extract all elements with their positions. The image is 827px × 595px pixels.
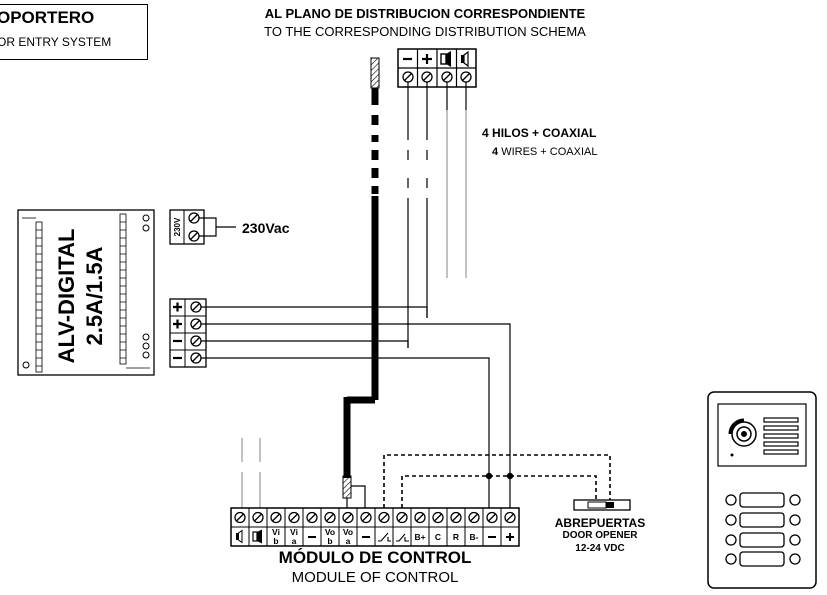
- call-button-2[interactable]: [725, 512, 801, 528]
- door-opener-device: [573, 499, 631, 511]
- svg-text:Vo: Vo: [325, 527, 335, 537]
- wires-text-en: WIRES + COAXIAL: [501, 146, 598, 158]
- svg-text:Vi: Vi: [290, 527, 298, 537]
- control-module-title-es: MÓDULO DE CONTROL: [278, 548, 472, 567]
- title-box: OPORTERO OR ENTRY SYSTEM: [0, 4, 148, 60]
- svg-text:b: b: [327, 536, 332, 546]
- header-en: TO THE CORRESPONDING DISTRIBUTION SCHEMA: [264, 24, 586, 39]
- control-module-title-en: MODULE OF CONTROL: [291, 569, 459, 586]
- power-wires: [201, 306, 511, 508]
- junction-dot: [485, 472, 493, 480]
- control-module: Vib Via Vob Voa B+ C R B-: [230, 507, 520, 547]
- coaxial-cable: [342, 57, 380, 508]
- svg-text:a: a: [346, 536, 351, 546]
- power-supply-name-1: ALV-DIGITAL: [54, 229, 79, 364]
- door-opener-voltage: 12-24 VDC: [575, 543, 625, 554]
- wires-count-en: 4: [492, 146, 499, 158]
- distribution-wires-grey: [446, 110, 467, 278]
- mains-terminal-label: 230V: [173, 217, 182, 236]
- wires-label-en: 4 WIRES + COAXIAL: [492, 146, 597, 158]
- unused-wires: [241, 438, 261, 508]
- call-button-3[interactable]: [725, 532, 801, 548]
- mains-label: 230Vac: [242, 220, 290, 236]
- svg-text:b: b: [273, 536, 278, 546]
- call-button-4[interactable]: [725, 551, 801, 567]
- power-supply-name-2: 2.5A/1.5A: [82, 246, 107, 345]
- svg-text:Vo: Vo: [343, 527, 353, 537]
- svg-text:C: C: [435, 532, 441, 542]
- wires-text-es: HILOS + COAXIAL: [492, 126, 597, 140]
- power-supply: ALV-DIGITAL 2.5A/1.5A: [17, 209, 155, 376]
- door-opener-label-en: DOOR OPENER: [562, 530, 638, 541]
- door-opener-label-es: ABREPUERTAS: [554, 516, 646, 530]
- svg-text:B-: B-: [470, 532, 479, 542]
- door-opener-wires: [383, 454, 611, 508]
- title-line1: OPORTERO: [0, 8, 95, 27]
- wires-count-es: 4: [482, 126, 489, 140]
- svg-text:R: R: [453, 532, 459, 542]
- header-es: AL PLANO DE DISTRIBUCION CORRESPONDIENTE: [264, 6, 586, 21]
- mains-terminal: 230V: [169, 209, 236, 245]
- svg-text:B+: B+: [414, 532, 425, 542]
- distribution-wires: [407, 82, 467, 348]
- junction-dot: [506, 472, 514, 480]
- distribution-terminal-block: [397, 48, 477, 88]
- svg-text:a: a: [292, 536, 297, 546]
- power-output-terminal: [169, 298, 207, 368]
- title-line2: OR ENTRY SYSTEM: [0, 35, 112, 49]
- svg-text:Vi: Vi: [272, 527, 280, 537]
- call-button-1[interactable]: [725, 492, 801, 508]
- wires-label-es: 4 HILOS + COAXIAL: [482, 126, 596, 140]
